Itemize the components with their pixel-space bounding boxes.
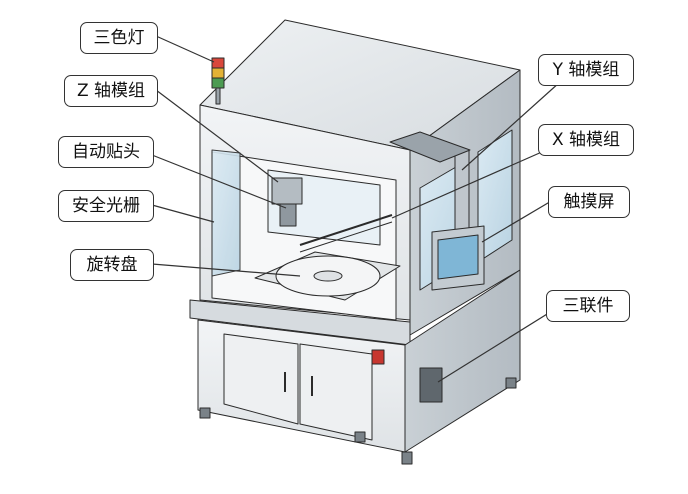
- leader-turntable: [151, 263, 301, 277]
- leader-light-curtain: [151, 204, 215, 223]
- label-touch-screen: 触摸屏: [548, 186, 630, 218]
- label-y-axis-module: Y 轴模组: [538, 54, 634, 86]
- foot: [354, 431, 366, 443]
- machine-body: [189, 19, 521, 465]
- label-safety-light-curtain: 安全光栅: [58, 190, 154, 222]
- overhead-arm: [389, 131, 471, 163]
- foot: [199, 407, 211, 419]
- label-turntable: 旋转盘: [70, 249, 154, 281]
- cabinet-door-left: [223, 333, 299, 425]
- label-signal-tower: 三色灯: [80, 22, 158, 54]
- leader-lines: [151, 35, 561, 383]
- label-frl-unit: 三联件: [546, 290, 630, 322]
- y-axis-column: [454, 149, 470, 231]
- leader-z-axis: [155, 89, 279, 183]
- label-z-axis-module: Z 轴模组: [64, 75, 158, 107]
- lower-right-side: [404, 269, 521, 453]
- left-glass-panel: [211, 149, 241, 277]
- leader-mount-head: [151, 154, 287, 209]
- mount-head: [279, 203, 297, 227]
- leader-y-axis: [461, 81, 561, 171]
- lamp-green: [211, 77, 225, 89]
- leader-x-axis: [391, 143, 561, 219]
- lamp-red: [211, 57, 225, 69]
- foot: [401, 451, 413, 465]
- signal-tower-pole: [215, 87, 221, 105]
- frl-unit: [419, 367, 443, 403]
- foot: [505, 377, 517, 389]
- cabinet-door-right: [299, 343, 373, 441]
- leader-signal-tower: [155, 35, 215, 63]
- lamp-yellow: [211, 67, 225, 79]
- label-auto-mount-head: 自动贴头: [58, 136, 154, 168]
- touch-screen-display: [437, 234, 479, 280]
- z-axis-module: [271, 177, 303, 205]
- leader-touch-screen: [481, 199, 554, 243]
- emergency-button: [371, 349, 385, 365]
- label-x-axis-module: X 轴模组: [538, 124, 634, 156]
- x-axis-rail: [299, 214, 393, 246]
- leader-frl-unit: [437, 305, 561, 383]
